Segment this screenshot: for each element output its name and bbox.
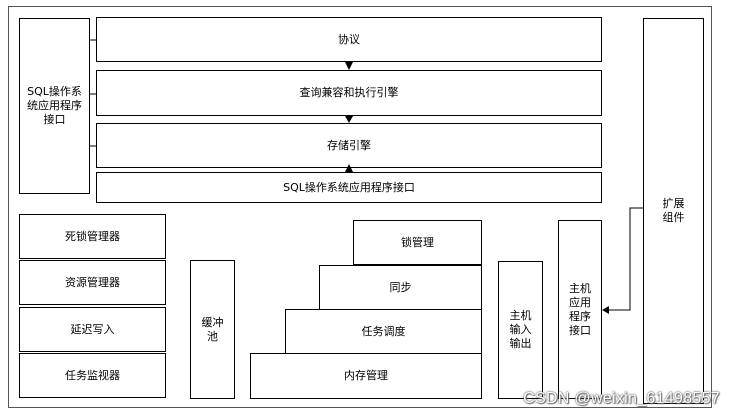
- extension-label: 扩展组件: [662, 197, 685, 224]
- host-io-label: 主机输入输出: [509, 309, 532, 350]
- task-monitor-box: 任务监视器: [19, 353, 166, 398]
- query-to-storage-arrowhead: [345, 116, 353, 123]
- resource-manager-box: 资源管理器: [19, 260, 166, 305]
- extension-to-host-api-line: [605, 207, 643, 311]
- task-scheduling-label: 任务调度: [361, 324, 406, 338]
- task-monitor-label: 任务监视器: [65, 368, 120, 382]
- lazy-writer-box: 延迟写入: [19, 307, 166, 352]
- deadlock-manager-box: 死锁管理器: [19, 214, 166, 259]
- sync-label: 同步: [389, 280, 412, 294]
- resource-manager-label: 资源管理器: [65, 275, 120, 289]
- lock-manager-label: 锁管理: [401, 235, 434, 249]
- storage-engine-box: 存储引擎: [96, 123, 602, 168]
- storage-engine-label: 存储引擎: [327, 138, 371, 152]
- diagram-frame: [8, 6, 712, 408]
- lock-manager-box: 锁管理: [353, 220, 482, 265]
- protocol-to-query-arrowhead: [345, 62, 353, 70]
- lazy-writer-label: 延迟写入: [70, 322, 115, 336]
- protocol-box: 协议: [96, 17, 602, 62]
- memory-manager-label: 内存管理: [344, 369, 388, 382]
- extension-to-host-api-arrowhead: [602, 306, 609, 314]
- query-engine-label: 查询兼容和执行引擎: [299, 86, 399, 99]
- host-api-label: 主机应用程序接口: [569, 281, 591, 337]
- protocol-label: 协议: [338, 32, 360, 46]
- host-api-box: 主机应用程序接口: [558, 220, 602, 399]
- deadlock-manager-label: 死锁管理器: [65, 229, 120, 243]
- bottom-sqlos-api-box: SQL操作系统应用程序接口: [96, 172, 602, 203]
- bottom-sqlos-api-label: SQL操作系统应用程序接口: [283, 180, 415, 194]
- host-io-box: 主机输入输出: [498, 261, 543, 399]
- memory-manager-box: 内存管理: [250, 353, 482, 399]
- sync-box: 同步: [319, 265, 482, 310]
- buffer-pool-label: 缓冲池: [201, 315, 224, 343]
- watermark: CSDN @weixin_61498557: [523, 390, 720, 407]
- extension-box: 扩展组件: [643, 18, 704, 404]
- left-sqlos-api-label: SQL操作系统应用程序接口: [27, 85, 82, 126]
- buffer-pool-box: 缓冲池: [190, 260, 235, 399]
- api-to-storage-arrowhead: [345, 164, 353, 172]
- task-scheduling-box: 任务调度: [285, 309, 482, 354]
- left-sqlos-api-box: SQL操作系统应用程序接口: [19, 18, 90, 194]
- query-engine-box: 查询兼容和执行引擎: [96, 70, 602, 116]
